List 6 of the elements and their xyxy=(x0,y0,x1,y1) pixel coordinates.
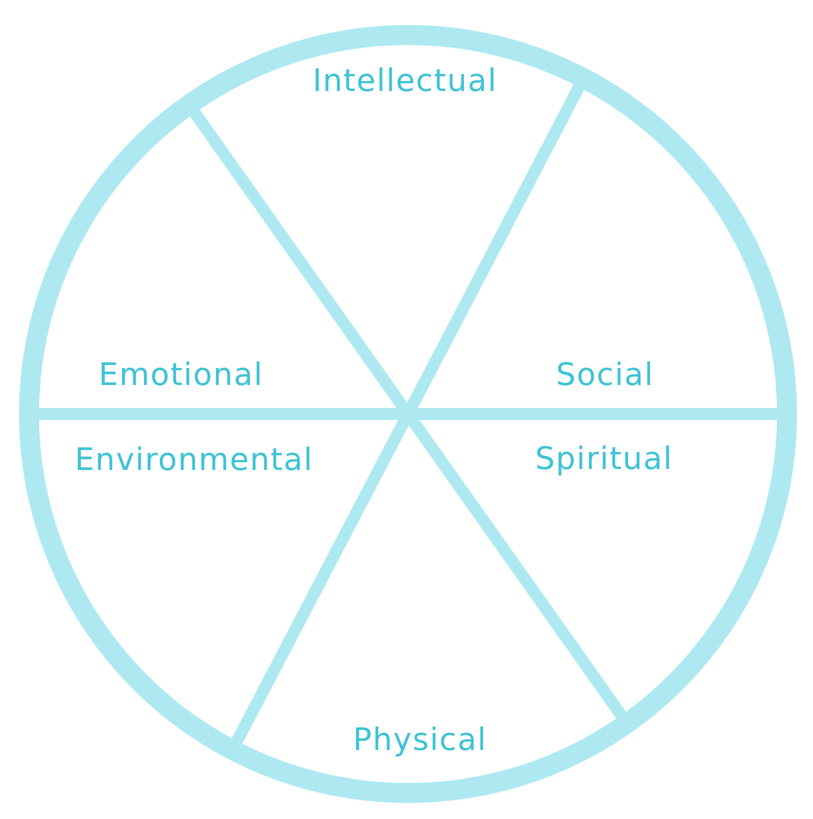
segment-label: Spiritual xyxy=(535,442,673,478)
segment-label: Environmental xyxy=(74,443,314,479)
segment-label: Emotional xyxy=(98,358,264,394)
segment-label: Social xyxy=(556,358,654,394)
segment-label: Intellectual xyxy=(312,64,498,100)
segment-label: Physical xyxy=(352,723,488,759)
